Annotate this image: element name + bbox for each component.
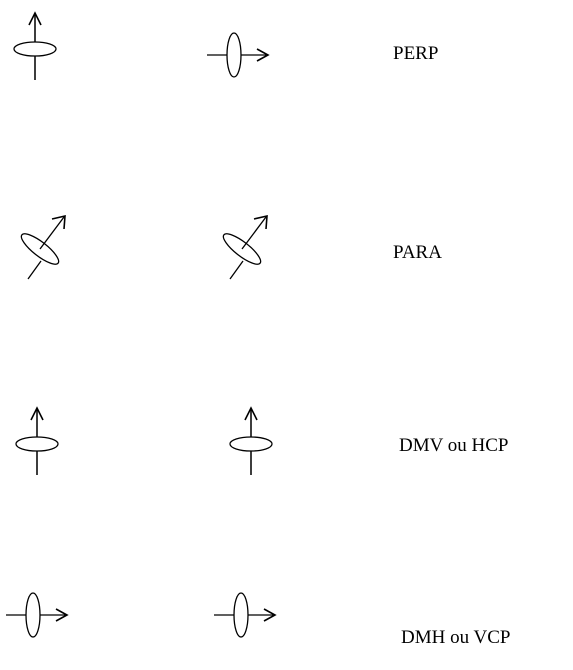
row-perp: PERP: [0, 10, 573, 110]
transmitter-tilted-loop-coil-icon: [10, 209, 90, 299]
row-para: PARA: [0, 205, 573, 305]
row-label: PARA: [393, 242, 442, 263]
row-label: DMV ou HCP: [399, 435, 509, 456]
row-label: PERP: [393, 43, 439, 64]
transmitter-vertical-loop-coil-icon: [4, 570, 84, 660]
transmitter-horizontal-loop-coil-icon: [7, 405, 87, 495]
receiver-vertical-loop-coil-icon: [205, 10, 285, 100]
row-label: DMH ou VCP: [401, 627, 511, 648]
row-dmv-hcp: DMV ou HCP: [0, 405, 573, 505]
receiver-vertical-loop-coil-icon: [212, 570, 292, 660]
transmitter-horizontal-loop-coil-icon: [5, 10, 85, 100]
receiver-tilted-loop-coil-icon: [212, 209, 292, 299]
receiver-horizontal-loop-coil-icon: [221, 405, 301, 495]
row-dmh-vcp: DMH ou VCP: [0, 570, 573, 670]
